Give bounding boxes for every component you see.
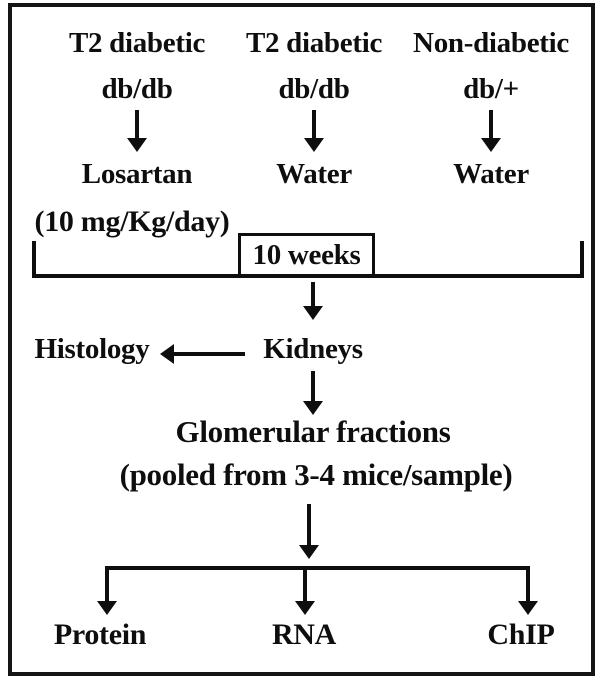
left-arrow-icon — [160, 344, 245, 364]
output-rna-label: RNA — [271, 618, 337, 651]
group2-treatment: Water — [276, 158, 352, 190]
bracket-right-tick — [580, 241, 584, 278]
down-arrow-icon — [299, 504, 319, 559]
group2-name: T2 diabetic — [245, 27, 383, 59]
down-arrow-icon — [304, 110, 324, 152]
down-arrow-icon — [127, 110, 147, 152]
group1-treatment: Losartan — [81, 158, 193, 190]
kidneys-label: Kidneys — [263, 333, 363, 365]
group3-genotype: db/+ — [463, 73, 519, 105]
down-arrow-icon — [303, 282, 323, 320]
glomerular-fractions-label: Glomerular fractions — [175, 414, 451, 449]
splitter-line — [105, 566, 530, 570]
group3-treatment: Water — [453, 158, 529, 190]
output-protein-label: Protein — [53, 618, 147, 651]
pooled-note: (pooled from 3-4 mice/sample) — [119, 457, 513, 492]
down-arrow-icon — [97, 570, 117, 615]
figure-border — [8, 3, 595, 676]
group1-dose-note: (10 mg/Kg/day) — [34, 205, 230, 238]
group3-name: Non-diabetic — [413, 27, 569, 59]
duration-box: 10 weeks — [238, 233, 375, 277]
histology-label: Histology — [34, 333, 150, 365]
group2-genotype: db/db — [278, 73, 350, 105]
bracket-left-tick — [32, 241, 36, 278]
down-arrow-icon — [295, 570, 315, 615]
group1-name: T2 diabetic — [68, 27, 206, 59]
output-chip-label: ChIP — [487, 618, 555, 651]
down-arrow-icon — [481, 110, 501, 152]
down-arrow-icon — [303, 371, 323, 415]
group1-genotype: db/db — [101, 73, 173, 105]
down-arrow-icon — [518, 570, 538, 615]
